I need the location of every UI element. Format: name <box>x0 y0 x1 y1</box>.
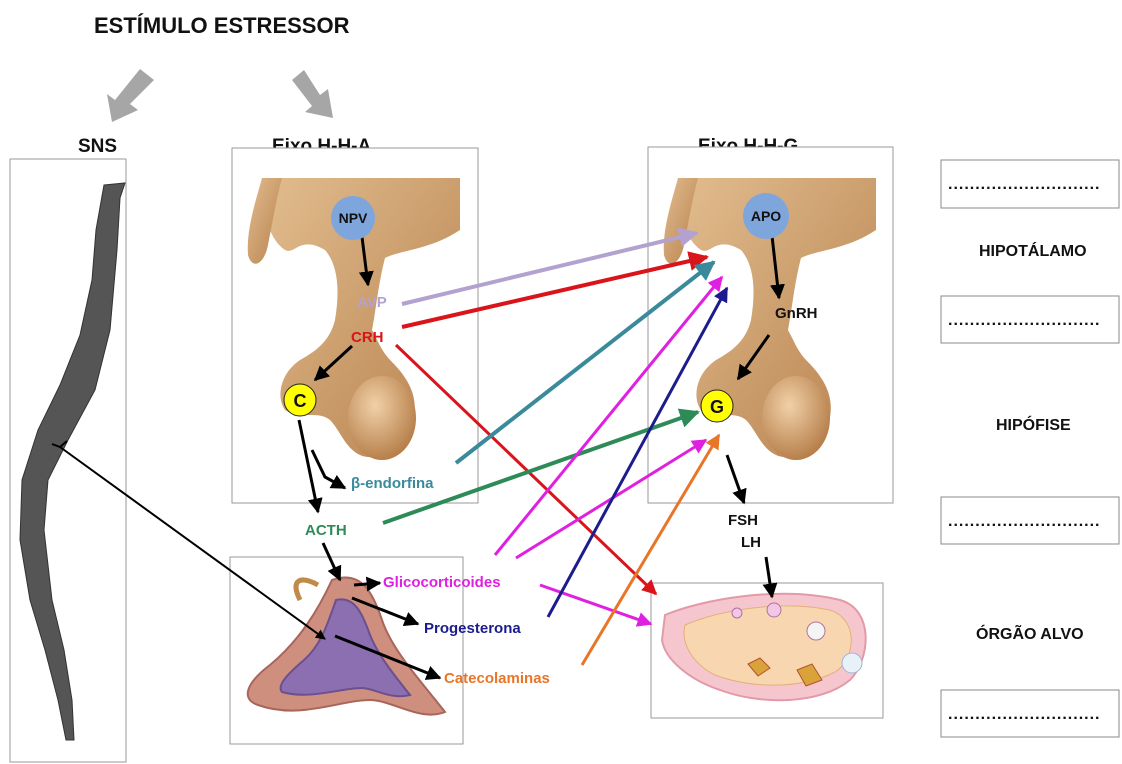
level-label-target-organ: ÓRGÃO ALVO <box>976 623 1084 643</box>
npv-label: NPV <box>339 210 368 226</box>
gnrh-label: GnRH <box>775 305 818 322</box>
beta-endorphin-label: β-endorfina <box>351 475 434 492</box>
placeholder-text-3: ............................ <box>948 513 1100 530</box>
placeholder-text-4: ............................ <box>948 706 1100 723</box>
sns-label: SNS <box>78 136 117 157</box>
apo-label: APO <box>751 208 781 224</box>
avp-label: AVP <box>357 294 387 311</box>
catecholamines-label: Catecolaminas <box>444 670 550 687</box>
c-label: C <box>294 391 307 411</box>
g-label: G <box>710 397 724 417</box>
arrow-gluco-to-ovary <box>540 585 651 624</box>
fsh-label: FSH <box>728 512 758 529</box>
level-label-pituitary: HIPÓFISE <box>996 415 1071 434</box>
spinal-cord-shape <box>20 183 125 740</box>
progesterone-label: Progesterona <box>424 620 521 637</box>
glucocorticoids-label: Glicocorticoides <box>383 574 501 591</box>
level-label-hypothalamus: HIPOTÁLAMO <box>979 241 1087 260</box>
stress-stimulus-title: ESTÍMULO ESTRESSOR <box>94 13 350 38</box>
arrow-to-hha-icon <box>292 70 333 118</box>
arrow-to-sns-icon <box>107 69 154 122</box>
crh-label: CRH <box>351 329 384 346</box>
placeholder-text-1: ............................ <box>948 176 1100 193</box>
placeholder-text-2: ............................ <box>948 312 1100 329</box>
lh-label: LH <box>741 534 761 551</box>
arrow-adrenal-to-glucocorticoids <box>354 583 380 585</box>
acth-label: ACTH <box>305 522 347 539</box>
